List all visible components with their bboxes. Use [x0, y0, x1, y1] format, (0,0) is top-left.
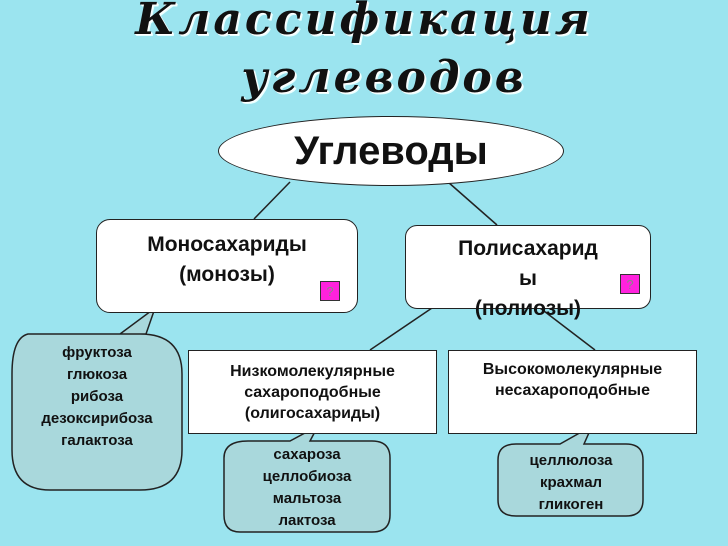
- polysaccharides-node: Полисахарид ы (полиозы): [405, 225, 651, 320]
- help-button-poly[interactable]: ?: [620, 274, 640, 294]
- callout-mono: [11, 305, 183, 491]
- title-line-1: Классификация: [135, 0, 593, 45]
- high-molecular-label: Высокомолекулярные несахароподобные: [482, 361, 663, 399]
- callout-high: [497, 424, 644, 517]
- help-button-mono[interactable]: ?: [320, 281, 340, 301]
- oligosaccharide-examples: сахароза целлобиоза мальтоза лактоза: [262, 446, 352, 529]
- connector-poly-low: [369, 307, 433, 351]
- title-line-2: углеводов: [241, 52, 527, 103]
- callout-low: [223, 424, 391, 533]
- monosaccharides-node: Моносахариды (монозы): [96, 219, 358, 313]
- low-molecular-label: Низкомолекулярные сахароподобные (олигос…: [230, 362, 395, 422]
- polysaccharide-examples: целлюлоза крахмал гликоген: [529, 452, 613, 513]
- root-label: Углеводы: [294, 128, 488, 173]
- monosaccharides-label: Моносахариды (монозы): [147, 233, 307, 286]
- high-molecular-node: Высокомолекулярные несахароподобные: [448, 350, 697, 434]
- monosaccharide-examples: фруктоза глюкоза рибоза дезоксирибоза га…: [41, 344, 153, 449]
- connector-root-mono: [253, 181, 291, 220]
- connector-poly-high: [539, 307, 596, 351]
- root-node: Углеводы: [218, 116, 564, 186]
- low-molecular-node: Низкомолекулярные сахароподобные (олигос…: [188, 350, 437, 434]
- connector-root-poly: [447, 181, 498, 226]
- polysaccharides-label: Полисахарид ы (полиозы): [458, 237, 598, 320]
